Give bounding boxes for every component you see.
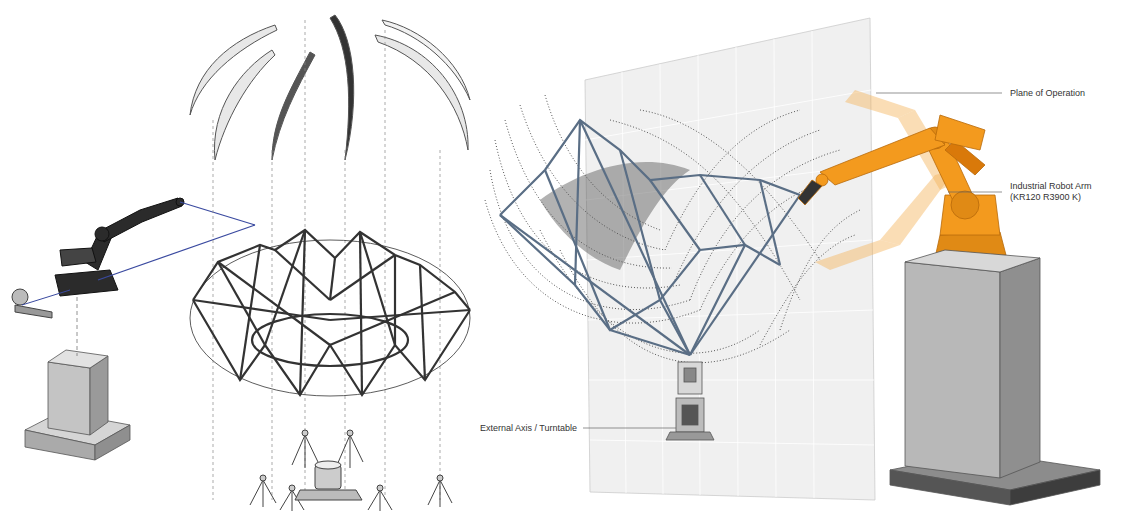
spool: [12, 289, 52, 318]
right-truss: [500, 120, 800, 355]
tripods: [250, 430, 452, 511]
ribbon-strips: [190, 15, 470, 160]
right-pedestal: [890, 250, 1100, 505]
leader-lines: [583, 93, 1002, 428]
turntable-label: External Axis / Turntable: [478, 423, 579, 434]
industrial-robot-arm: [798, 115, 1006, 258]
robot-ghost: [815, 90, 958, 270]
small-robot: [55, 198, 184, 296]
robot-arm-label: Industrial Robot Arm (KR120 R3900 K): [1008, 181, 1112, 203]
truss-frame: [190, 230, 470, 396]
plane-label: Plane of Operation: [1008, 88, 1087, 99]
left-pedestal: [25, 350, 130, 460]
mesh-surface: [485, 95, 860, 363]
